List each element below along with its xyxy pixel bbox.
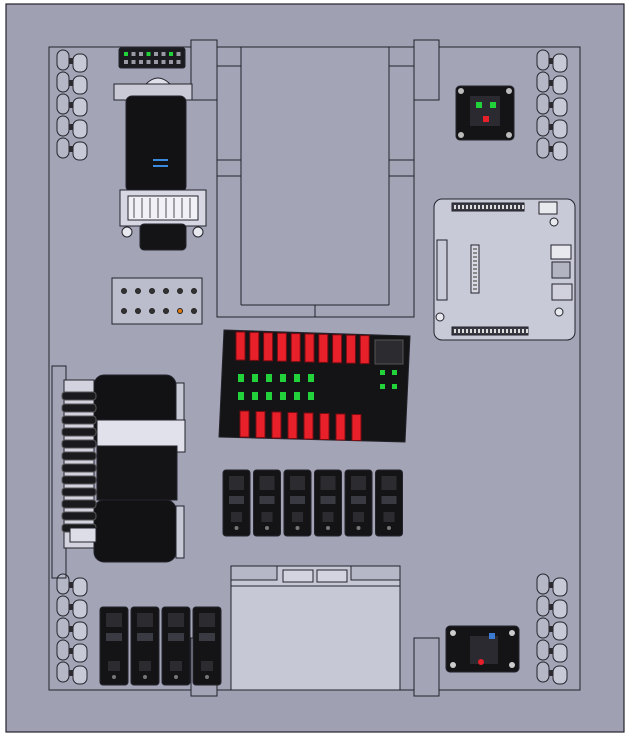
controller-board (433, 198, 576, 341)
motor-controllers-center (222, 469, 403, 537)
fuse-board (218, 329, 411, 443)
omni-wheel-bottom-left (56, 573, 88, 685)
battery (230, 565, 401, 691)
omni-wheel-top-left (56, 49, 88, 161)
top-motor (113, 77, 207, 251)
small-pcb-top-right (455, 85, 515, 141)
omni-wheel-top-right (536, 49, 568, 161)
upright-bottom-right (413, 637, 440, 697)
small-pcb-bottom-right (445, 625, 520, 673)
upright-top-right (413, 39, 440, 101)
upright-top-left (190, 39, 218, 101)
top-connector (118, 47, 186, 69)
omni-wheel-bottom-right (536, 573, 568, 685)
drive-motor-assembly (51, 365, 186, 579)
motor-controllers-bottom (99, 606, 222, 686)
terminal-strip (111, 277, 203, 325)
central-frame (216, 46, 415, 318)
